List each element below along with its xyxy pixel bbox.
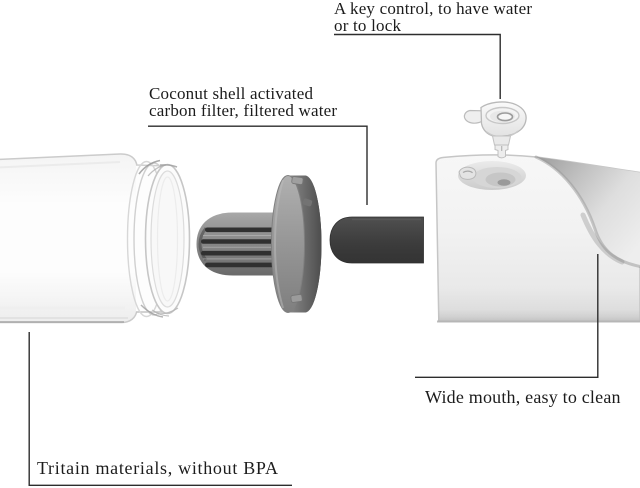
label-material: Tritain materials, without BPA [37, 459, 279, 477]
leader-carbon-filter [148, 125, 368, 205]
leader-material [28, 332, 292, 486]
label-carbon-filter-line1: Coconut shell activated [149, 84, 314, 103]
label-wide-mouth: Wide mouth, easy to clean [425, 388, 621, 406]
label-carbon-filter: Coconut shell activated carbon filter, f… [149, 85, 337, 119]
carbon-filter-illustration [329, 216, 424, 264]
label-material-line1: Tritain materials, without BPA [37, 458, 279, 478]
label-carbon-filter-line2: carbon filter, filtered water [149, 101, 338, 120]
label-key-control-line1: A key control, to have water [334, 0, 533, 18]
clear-bottle-illustration [0, 153, 191, 324]
filter-plug-illustration [196, 175, 322, 313]
label-key-control: A key control, to have water or to lock [334, 0, 532, 34]
key-valve-illustration [463, 101, 527, 159]
leader-wide-mouth [415, 254, 599, 378]
bottle-head-illustration [435, 154, 640, 323]
label-key-control-line2: or to lock [334, 16, 402, 35]
label-wide-mouth-line1: Wide mouth, easy to clean [425, 387, 621, 407]
leader-key-control [334, 33, 501, 99]
